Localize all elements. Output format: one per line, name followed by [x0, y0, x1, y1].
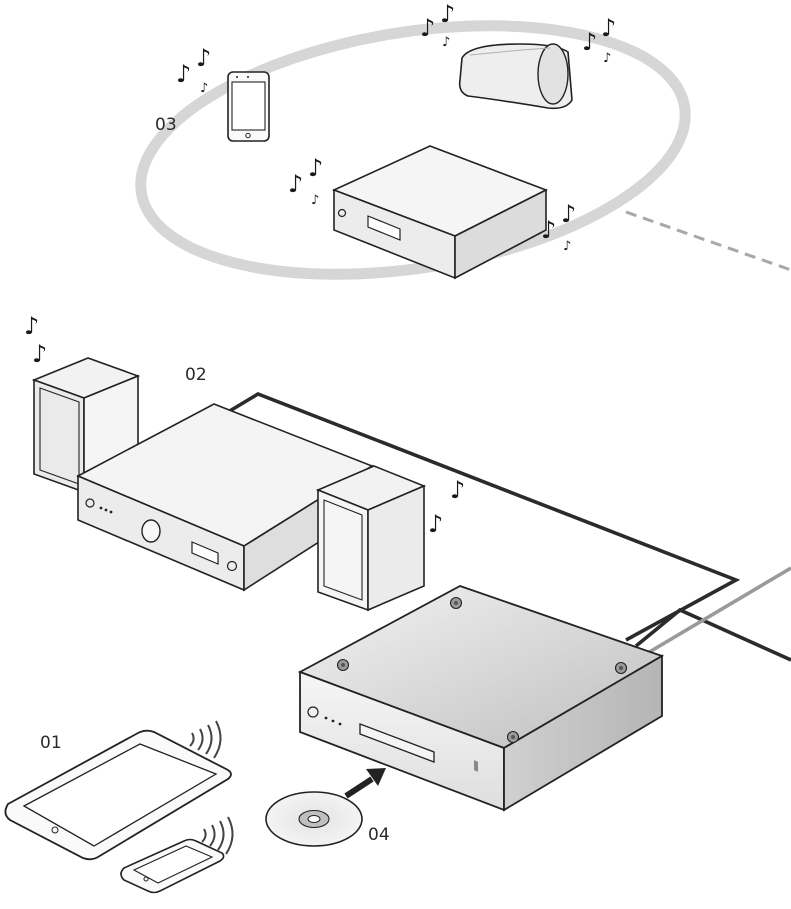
music-note-icon: ♪: [541, 216, 556, 244]
tablet-group: 01: [4, 720, 234, 894]
music-note-icon: ♪: [561, 200, 576, 228]
cd-player: [297, 585, 665, 812]
music-note-icon: ♪: [311, 193, 319, 208]
top-screws: [336, 596, 628, 744]
music-note-icon: ♪: [563, 239, 571, 254]
music-note-icon: ♪: [450, 476, 465, 504]
label-04: 04: [368, 825, 390, 845]
wifi-icon: [189, 720, 222, 759]
network-player: [331, 145, 548, 280]
label-02: 02: [185, 365, 207, 385]
music-note-icon: ♪: [288, 170, 303, 198]
network-dashed-link: [625, 210, 791, 272]
music-note-icon: ♪: [24, 312, 39, 340]
wireless-speaker: [458, 43, 573, 110]
music-note-icon: ♪: [582, 28, 597, 56]
music-note-icon: ♪: [420, 14, 435, 42]
music-notes-02: ♪ ♪ ♪ ♪: [24, 312, 465, 538]
tablet: [4, 729, 232, 861]
wifi-icon: [201, 816, 234, 855]
music-note-icon: ♪: [200, 81, 208, 96]
smartphone-01: [120, 838, 225, 894]
label-03: 03: [155, 115, 177, 135]
disc-slot: [359, 723, 435, 763]
right-speaker: [315, 465, 427, 612]
compact-disc: 04: [265, 791, 390, 847]
music-note-icon: ♪: [442, 35, 450, 50]
music-note-icon: ♪: [603, 51, 611, 66]
cables: [227, 392, 791, 662]
music-note-icon: ♪: [308, 154, 323, 182]
music-note-icon: ♪: [196, 44, 211, 72]
amplifier: [76, 403, 374, 592]
wireless-group: ♪ ♪ ♪ ♪ ♪ ♪ ♪ ♪ ♪ ♪ ♪ ♪ ♪ ♪ ♪ 03: [135, 0, 691, 280]
label-01: 01: [40, 733, 62, 753]
insert-arrow-icon: [344, 768, 386, 799]
music-note-icon: ♪: [428, 510, 443, 538]
music-notes-03: ♪ ♪ ♪ ♪ ♪ ♪ ♪ ♪ ♪ ♪ ♪ ♪ ♪ ♪ ♪: [176, 0, 616, 254]
music-note-icon: ♪: [440, 0, 455, 28]
music-note-icon: ♪: [32, 340, 47, 368]
music-note-icon: ♪: [176, 60, 191, 88]
music-note-icon: ♪: [601, 14, 616, 42]
stereo-system: ♪ ♪ ♪ ♪ 02: [24, 312, 465, 612]
smartphone-03: [227, 71, 270, 142]
